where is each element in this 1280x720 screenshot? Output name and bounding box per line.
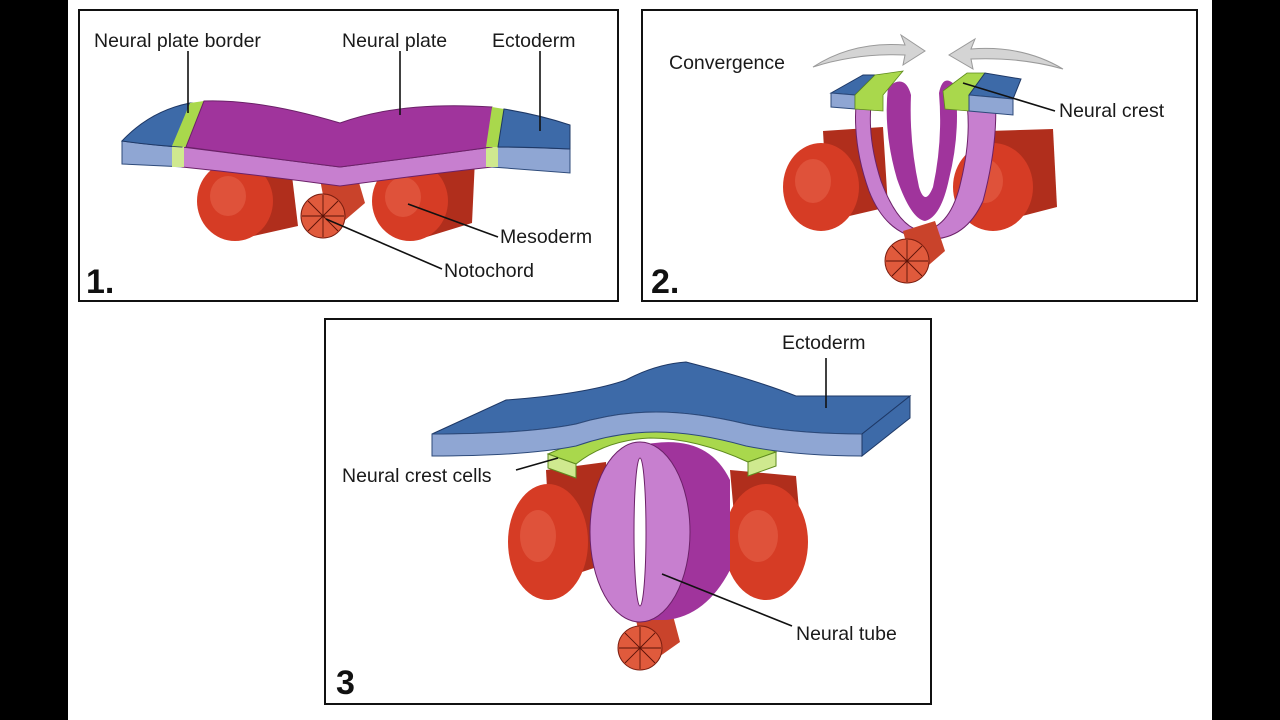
ectoderm-side-right	[491, 146, 571, 174]
label-convergence: Convergence	[669, 52, 785, 74]
label-notochord: Notochord	[444, 260, 534, 282]
mesoderm-right	[724, 470, 808, 600]
label-ectoderm: Ectoderm	[782, 332, 865, 354]
neural-plate-border-top-left	[172, 101, 204, 147]
figure-canvas: Neural plate border Neural plate Ectoder…	[68, 0, 1212, 720]
panel-number: 3	[336, 664, 355, 702]
panel-2-convergence: Convergence Neural crest 2.	[641, 9, 1198, 302]
mesoderm-left	[197, 159, 298, 241]
label-ectoderm: Ectoderm	[492, 30, 575, 52]
ectoderm-end	[861, 394, 911, 458]
leader-mesoderm	[407, 203, 499, 238]
panel-3-illustration: Ectoderm Neural crest cells Neural tube …	[336, 332, 912, 702]
convergence-arrow-left	[812, 33, 926, 68]
label-neural-plate-border: Neural plate border	[94, 30, 261, 52]
panel-number: 2.	[651, 263, 679, 301]
neural-plate-top	[185, 100, 493, 168]
leader-neural-tube	[661, 573, 793, 627]
convergence-arrow-right	[948, 37, 1064, 70]
notochord	[300, 169, 365, 239]
neural-plate-border-side-left	[172, 145, 184, 167]
label-neural-crest: Neural crest	[1059, 100, 1165, 122]
label-neural-tube: Neural tube	[796, 623, 897, 645]
neural-tube	[589, 441, 730, 623]
label-neural-crest-cells: Neural crest cells	[342, 465, 492, 487]
ectoderm-top-right	[497, 108, 571, 150]
neural-crest-cells-side	[547, 451, 777, 479]
ectoderm-right-side	[968, 94, 1014, 116]
notochord	[617, 608, 680, 671]
label-neural-plate: Neural plate	[342, 30, 447, 52]
label-mesoderm: Mesoderm	[500, 226, 592, 248]
neural-plate-border-side-right	[486, 145, 498, 167]
mesoderm-right	[372, 159, 475, 241]
leader-notochord	[325, 218, 443, 270]
panel-1-illustration: Neural plate border Neural plate Ectoder…	[86, 30, 592, 301]
panel-1-neural-plate: Neural plate border Neural plate Ectoder…	[78, 9, 619, 302]
panel-2-illustration: Convergence Neural crest 2.	[651, 33, 1165, 301]
leader-neural-crest	[962, 82, 1056, 112]
panel-number: 1.	[86, 263, 114, 301]
ectoderm-left-side	[830, 92, 856, 110]
neural-crest-left	[854, 70, 904, 112]
notochord	[884, 221, 945, 284]
leader-neural-crest-cells	[515, 457, 559, 471]
neural-groove-inner	[886, 80, 957, 221]
panel-3-neural-tube: Ectoderm Neural crest cells Neural tube …	[324, 318, 932, 705]
